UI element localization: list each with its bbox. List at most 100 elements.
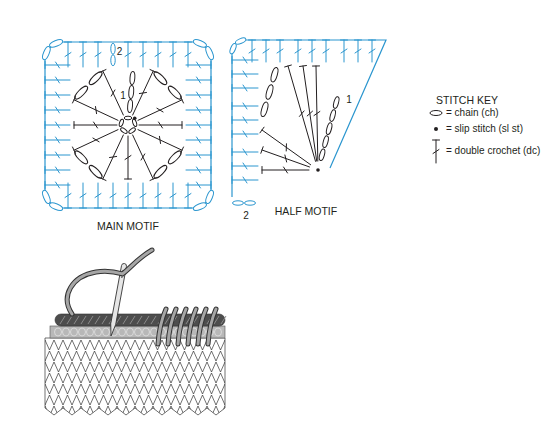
chain-symbol [73,149,89,165]
yarn [67,250,152,314]
double-crochet-symbol [125,42,132,67]
edge-loop [87,328,94,336]
double-crochet-symbol [232,103,258,110]
double-crochet-symbol [74,122,117,129]
key-text: = chain (ch) [446,108,499,118]
double-crochet-symbol [186,137,211,144]
yarn-wrap [208,309,216,344]
chain-symbol [120,127,128,134]
double-crochet-symbol [138,97,184,121]
double-crochet-symbol [355,40,362,62]
key-row: = slip stitch (sl st) [428,121,540,137]
yarn-wrap [188,309,196,344]
edge-loop [143,328,150,336]
double-crochet-symbol [309,40,316,62]
double-crochet-symbol [433,140,440,163]
double-crochet-symbol [232,131,258,138]
motif-caption: MAIN MOTIF [97,221,159,232]
double-crochet-symbol [45,62,70,69]
double-crochet-symbol [73,97,119,121]
double-crochet-symbol [232,177,258,184]
chain-symbol [204,189,215,204]
chain-symbol [127,99,133,112]
chain-symbol [73,84,89,100]
chain-symbol [49,38,64,49]
slip-stitch-dot [316,168,320,172]
chain-symbol [41,46,52,61]
yarn [67,250,152,314]
slip-stitch-dot [133,116,137,120]
double-crochet-symbol [185,42,192,67]
stitch-rows [36,340,234,416]
edge-loop [55,328,62,336]
double-crochet-symbol [95,42,102,67]
double-crochet-symbol [232,149,258,156]
double-crochet-symbol [186,107,211,114]
yarn-wrap [158,309,166,344]
key-symbol [428,105,444,121]
double-crochet-symbol [45,92,70,99]
double-crochet-symbol [110,183,117,208]
chain-symbol [204,46,215,61]
chain-symbol [129,71,135,84]
chain-symbol [329,109,337,122]
double-crochet-symbol [140,183,147,208]
yarn-wrap [198,309,206,344]
chain-symbol [128,127,136,134]
key-text: = slip stitch (sl st) [446,124,523,134]
chain-symbol [270,67,280,83]
chain-symbol [152,164,168,180]
double-crochet-symbol [80,42,87,67]
chain-symbol [111,55,115,66]
edge-loop [103,328,110,336]
chain-symbol [87,70,103,86]
double-crochet-symbol [263,40,270,62]
double-crochet-symbol [133,135,157,181]
double-crochet-symbol [232,117,258,124]
chain-symbol [49,201,64,212]
double-crochet-symbol [45,152,70,159]
double-crochet-symbol [249,40,256,62]
edge-loop [79,328,86,336]
chain-symbol [233,201,244,205]
chain-symbol [167,84,183,100]
double-crochet-symbol [186,122,211,129]
edge-loop [119,328,126,336]
yarn-wrap [178,309,186,344]
round-number: 2 [243,211,249,221]
double-crochet-symbol [65,183,72,208]
double-crochet-symbol [186,62,211,69]
chain-symbol [41,189,52,204]
chain-symbol [128,85,134,98]
double-crochet-symbol [369,40,376,62]
chain-symbol [322,135,330,148]
yarn-wrap [198,309,206,344]
key-symbol [428,121,444,137]
edge-loop [71,328,78,336]
edge-loop [215,328,222,336]
double-crochet-symbol [323,40,330,62]
yarn-wrap [168,309,176,344]
double-crochet-symbol [232,71,258,78]
double-crochet-symbol [125,136,132,179]
double-crochet-symbol [170,42,177,67]
edge-loop [127,328,134,336]
chain-symbol [124,116,132,120]
double-crochet-symbol [138,130,184,154]
double-crochet-symbol [313,66,320,161]
edge-loop [63,328,70,336]
double-crochet-symbol [185,183,192,208]
round-two-edge [45,42,211,208]
double-crochet-symbol [45,182,70,189]
yarn-wrap [178,309,186,344]
double-crochet-symbol [125,183,132,208]
double-crochet-symbol [73,130,119,154]
double-crochet-symbol [170,183,177,208]
double-crochet-symbol [100,70,124,116]
double-crochet-symbol [232,163,258,170]
key-symbol [428,137,444,165]
edge-loop [95,328,102,336]
double-crochet-symbol [186,182,211,189]
